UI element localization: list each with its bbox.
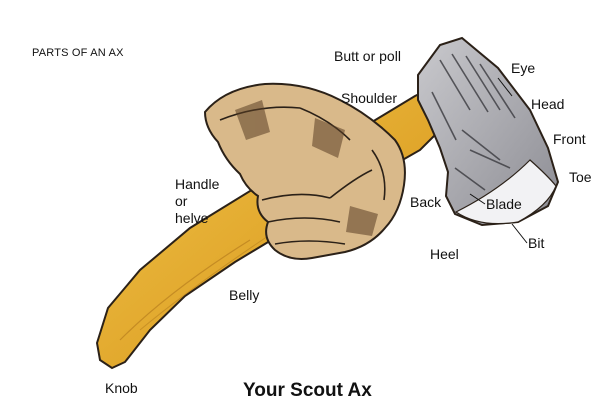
label-handle-or: or [175,193,187,209]
diagram-header: PARTS OF AN AX [32,45,124,61]
label-helve: helve [175,210,208,226]
label-butt-or-poll: Butt or poll [334,48,401,64]
label-bit: Bit [528,235,544,251]
diagram-caption: Your Scout Ax [243,380,372,402]
label-knob: Knob [105,380,138,396]
label-blade: Blade [486,196,522,212]
label-belly: Belly [229,287,259,303]
label-shoulder: Shoulder [341,90,397,106]
label-back: Back [410,194,441,210]
label-front: Front [553,131,586,147]
label-eye: Eye [511,60,535,76]
label-toe: Toe [569,169,592,185]
label-handle: Handle [175,176,219,192]
label-heel: Heel [430,246,459,262]
label-head: Head [531,96,564,112]
